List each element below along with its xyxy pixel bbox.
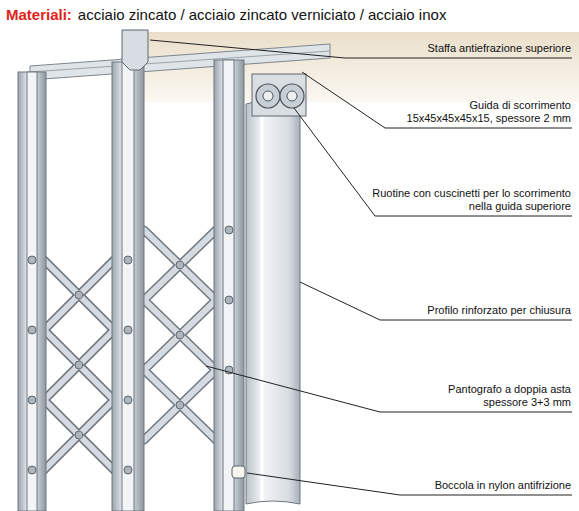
part-label: Ruotine con cuscinetti per lo scorriment… <box>371 187 571 213</box>
title: Materiali: <box>6 6 72 23</box>
upper-bracket <box>122 30 148 70</box>
wheel-plate <box>252 74 306 116</box>
closing-profile <box>246 100 300 504</box>
part-label: Boccola in nylon antifrizione <box>435 479 571 492</box>
nylon-bushing <box>232 466 245 478</box>
part-label: Staffa antiefrazione superiore <box>428 42 572 55</box>
posts <box>18 60 244 511</box>
part-label: Pantografo a doppia asta spessore 3+3 mm <box>446 383 571 409</box>
materials-heading: Materiali: acciaio zincato / acciaio zinc… <box>6 6 446 23</box>
profile-highlight <box>261 108 264 500</box>
materials-list: acciaio zincato / acciaio zincato vernic… <box>78 6 447 23</box>
guide-edge <box>30 51 330 72</box>
part-label: Guida di scorrimento 15x45x45x45x15, spe… <box>381 99 571 125</box>
leader-lines <box>150 40 572 495</box>
rivets <box>28 226 233 474</box>
bearing-wheels <box>256 84 304 108</box>
part-label: Profilo rinforzato per chiusura <box>427 304 571 317</box>
